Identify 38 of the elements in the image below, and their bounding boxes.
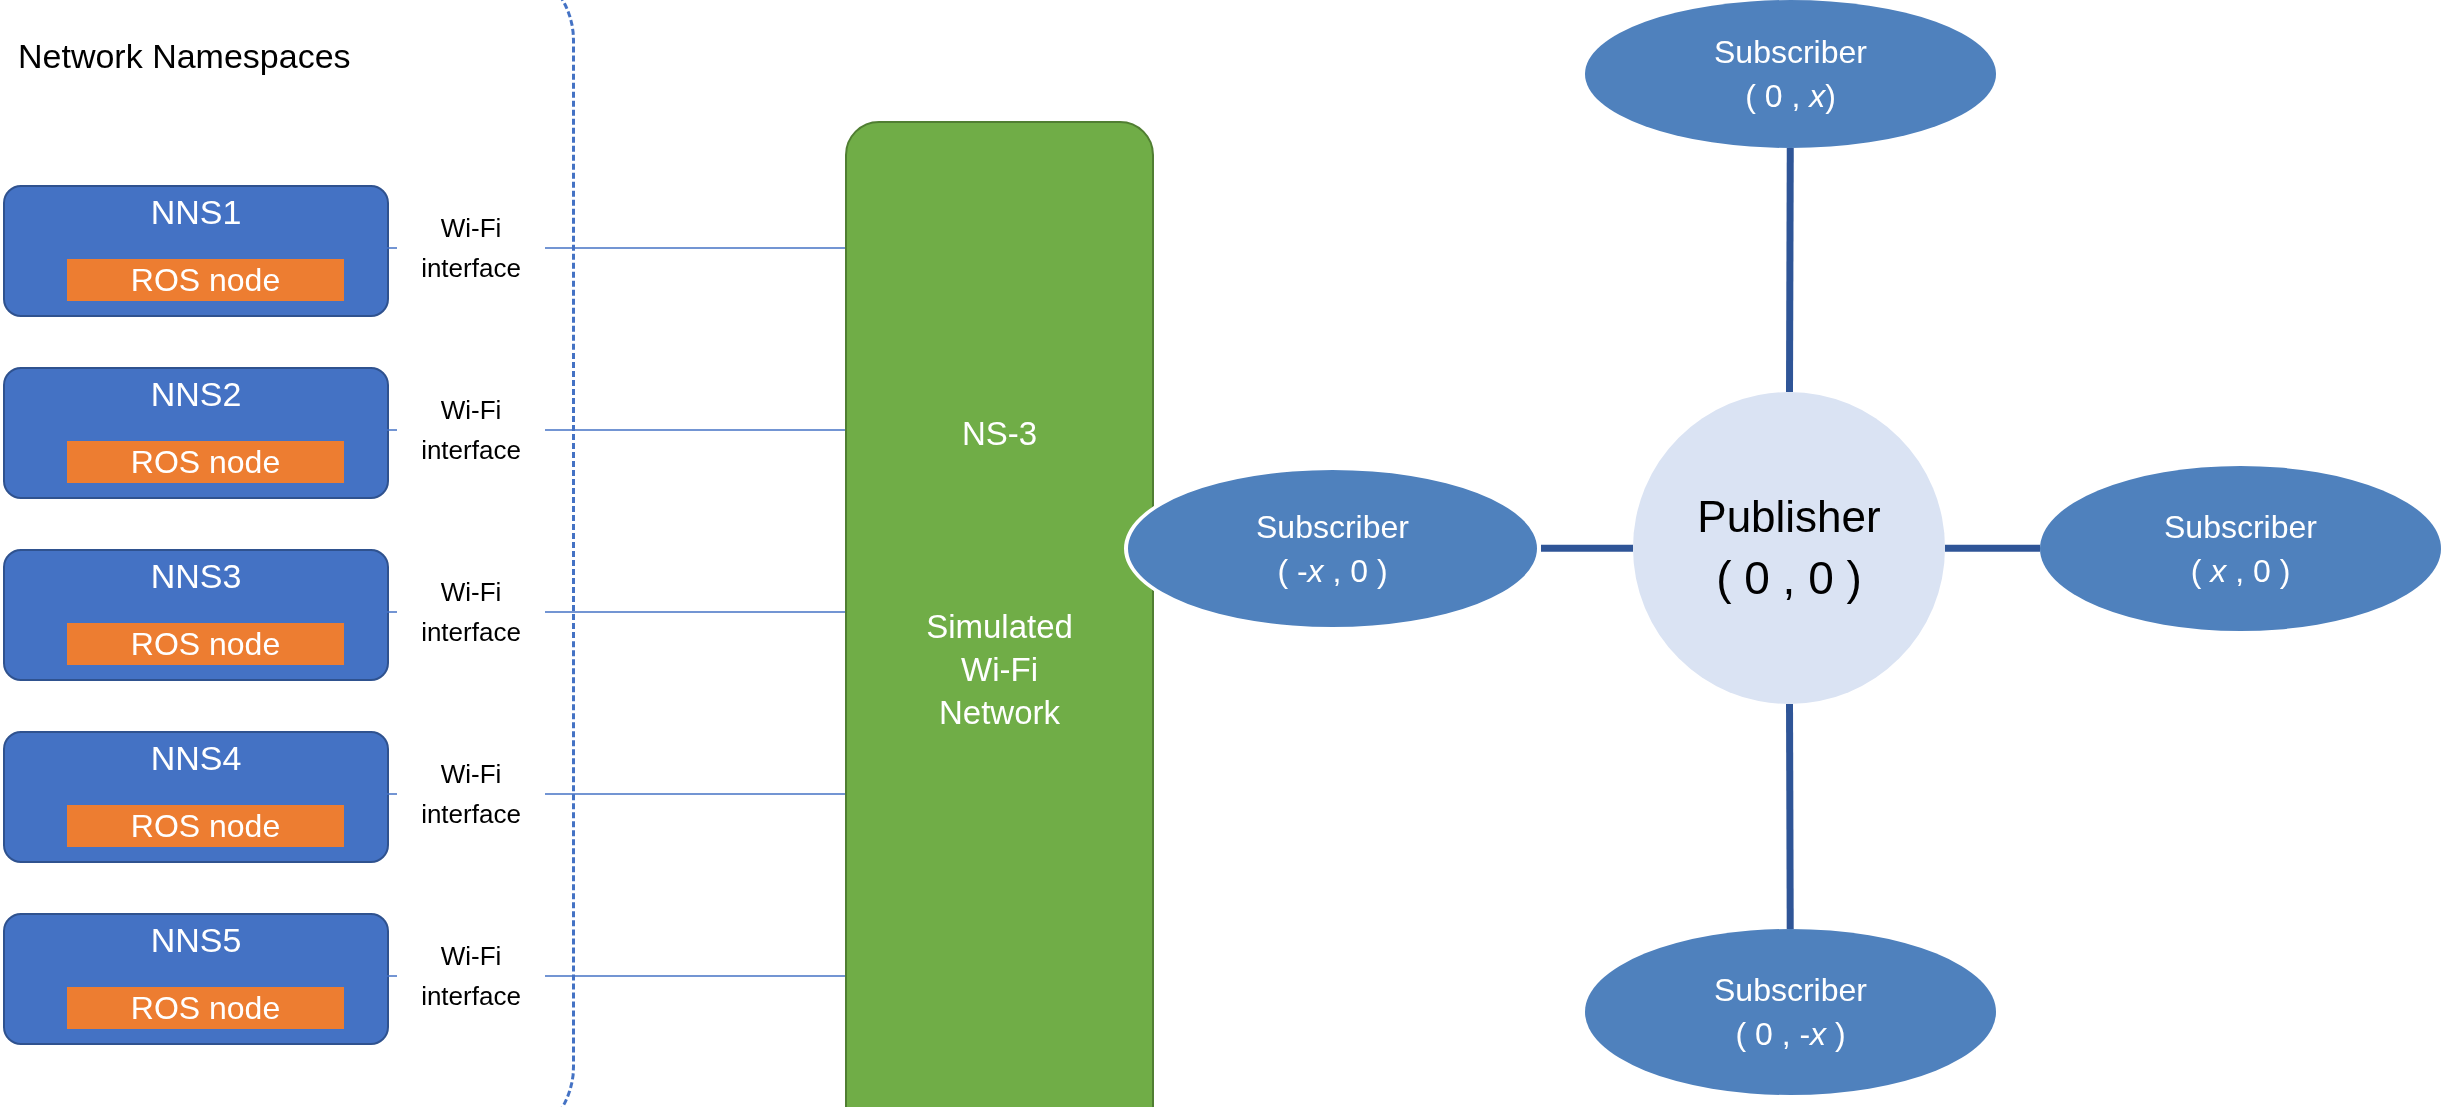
namespace-box [3,913,389,1045]
subscriber-label: Subscriber [1714,36,1867,68]
network-simulator-box [845,121,1154,1107]
simulator-label: Simulated Wi-Fi Network [925,606,1074,733]
namespace-box [3,185,389,317]
simulator-label: NS-3 [960,414,1039,454]
ros-node-box [67,441,344,483]
namespace-label: NNS2 [150,377,242,411]
ros-node-box [67,623,344,665]
connector-line [1786,704,1794,929]
namespace-label: NNS3 [150,559,242,593]
subscriber-label: Subscriber [2164,510,2317,543]
subscriber-label: Subscriber [1256,510,1409,543]
subscriber-label: ( 0 , x) [1745,80,1836,112]
subscriber-label: ( x , 0 ) [2190,554,2291,587]
namespace-box [3,367,389,499]
subscriber-label: ( -x , 0 ) [1277,554,1388,587]
subscriber-label: ( 0 , -x ) [1735,1018,1846,1050]
dashed-group-boundary [0,0,575,1107]
ros-node-label: ROS node [130,264,281,296]
namespace-box [3,549,389,681]
ros-node-box [67,987,344,1029]
publisher-label: Publisher [1697,495,1881,539]
namespace-label: NNS5 [150,923,242,957]
connector-line [1945,544,2040,552]
ros-node-label: ROS node [130,810,281,842]
namespace-label: NNS4 [150,741,242,775]
connector-line [1786,148,1794,392]
ros-node-box [67,259,344,301]
namespace-label: NNS1 [150,195,242,229]
ros-node-box [67,805,344,847]
namespace-box [3,731,389,863]
ros-node-label: ROS node [130,992,281,1024]
ros-node-label: ROS node [130,446,281,478]
subscriber-label: Subscriber [1714,974,1867,1006]
ros-node-label: ROS node [130,628,281,660]
connector-line [1541,544,1633,552]
group-heading: Network Namespaces [18,36,351,77]
